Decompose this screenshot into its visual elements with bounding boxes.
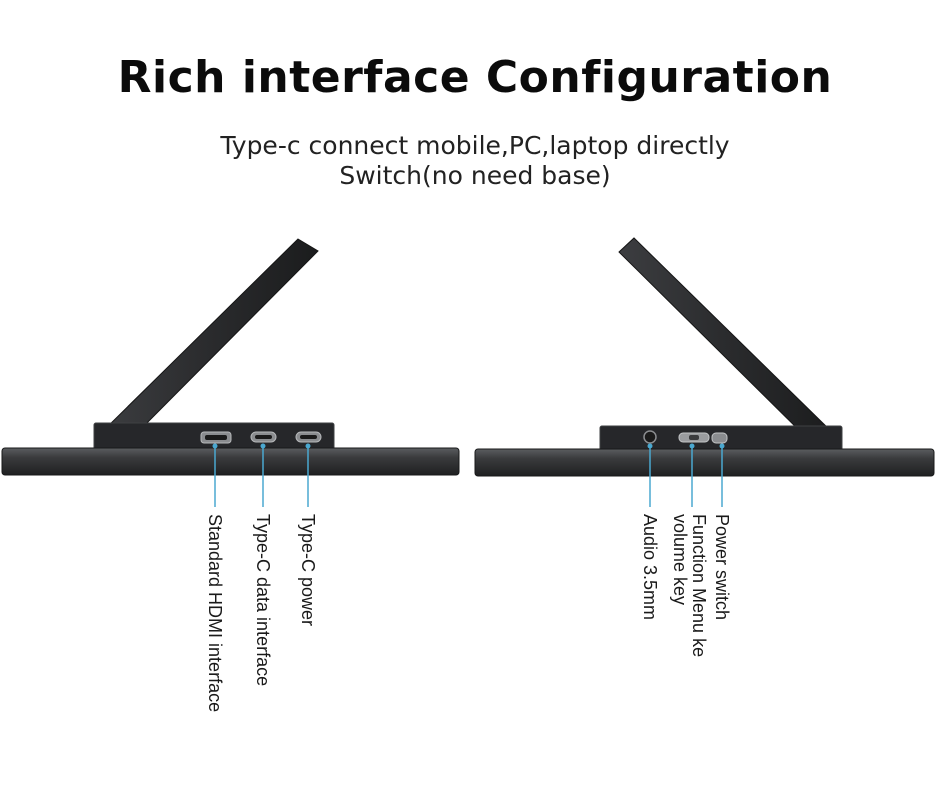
audio-jack-icon	[643, 430, 657, 444]
left-monitor	[1, 238, 460, 507]
power-button-icon	[711, 432, 728, 444]
right-monitor	[474, 237, 935, 507]
left-kickstand	[101, 238, 319, 447]
subtitle-line-1: Type-c connect mobile,PC,laptop directly	[220, 131, 730, 160]
label-function-menu-key: Function Menu ke volume key	[670, 514, 709, 658]
label-audio-35mm: Audio 3.5mm	[640, 514, 660, 621]
label-typec-power: Type-C power	[298, 514, 318, 627]
page-title: Rich interface Configuration	[117, 52, 833, 103]
subtitle: Type-c connect mobile,PC,laptop directly…	[0, 131, 950, 191]
right-kickstand	[618, 237, 837, 450]
subtitle-line-2: Switch(no need base)	[339, 161, 611, 190]
left-monitor-base	[1, 447, 460, 476]
right-monitor-base	[474, 448, 935, 477]
label-standard-hdmi: Standard HDMI interface	[205, 514, 225, 713]
label-power-switch: Power switch	[712, 514, 732, 621]
label-typec-data: Type-C data interface	[253, 514, 273, 687]
